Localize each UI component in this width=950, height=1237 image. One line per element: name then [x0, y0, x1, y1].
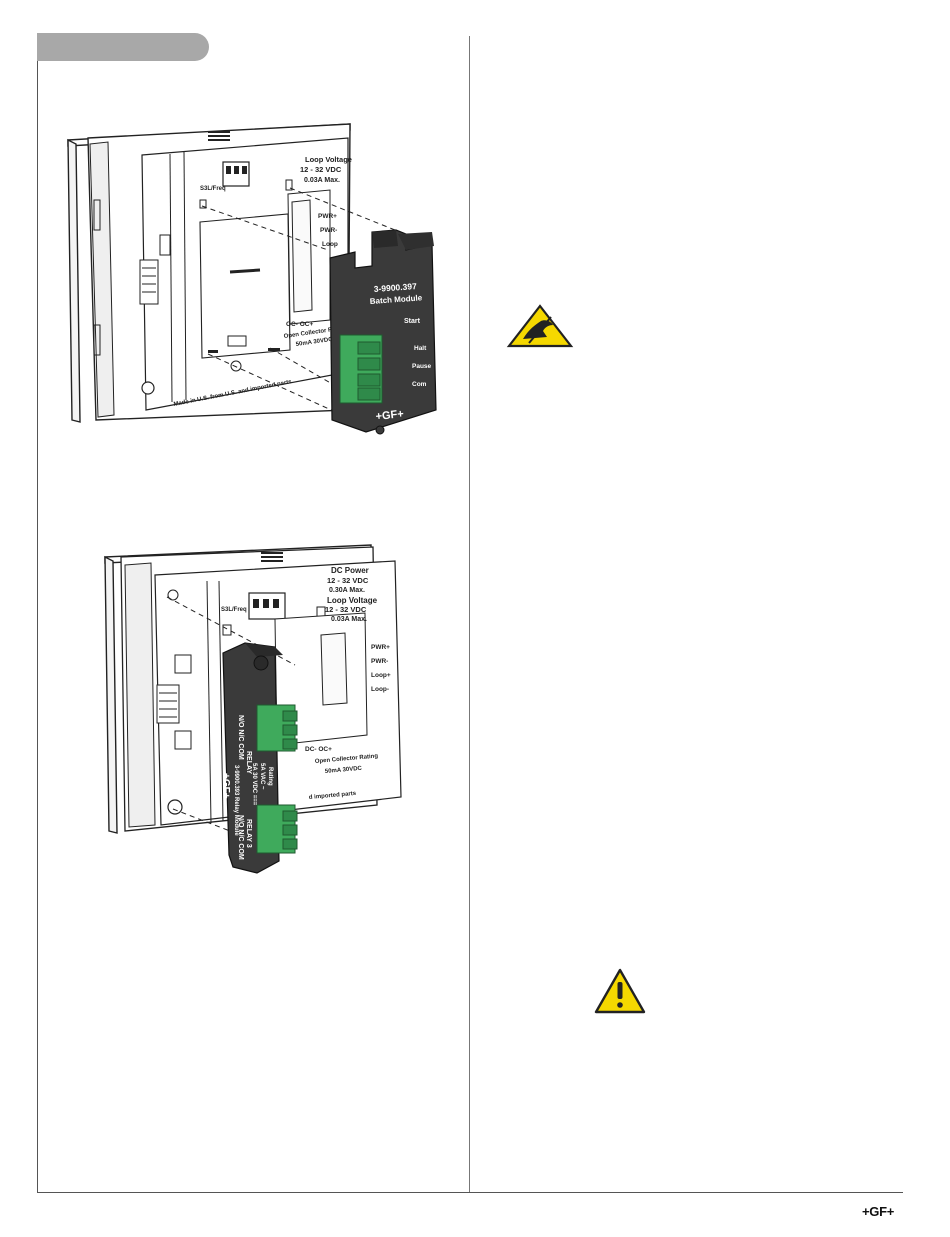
sensor-label: S3L/Freq: [200, 186, 226, 192]
terminal-pause-label: Pause: [412, 363, 432, 370]
module-part-number: 3-9900.393 Relay Module: [233, 765, 239, 836]
relay-module: N/O N/C COM RELAY 3-9900.393 Relay Modul…: [220, 642, 298, 874]
batch-module: 3-9900.397 Batch Module Start Halt Pause…: [329, 229, 437, 435]
relay-module-figure: DC Power 12 - 32 VDC 0.30A Max. Loop Vol…: [104, 544, 402, 874]
esd-warning-icon: [506, 304, 574, 348]
open-collector-label: Open Collector Rating: [315, 753, 379, 765]
pwr-plus-label: PWR+: [371, 644, 390, 651]
relay-contacts-1: N/O N/C COM: [237, 715, 244, 760]
page-bottom-rule: [37, 1192, 903, 1193]
oc-labels: DC- OC+: [305, 746, 332, 753]
terminal-com-label: Com: [412, 381, 427, 388]
rating-label: Rating: [267, 767, 273, 786]
left-column-border: [37, 36, 38, 1193]
module-part-number: 3-9900.397: [373, 281, 417, 294]
loop-minus-label: Loop-: [371, 686, 389, 693]
module-name: Batch Module: [370, 293, 423, 306]
pwr-minus-label: PWR-: [320, 227, 337, 234]
dc-range-label: 12 - 32 VDC: [327, 576, 369, 585]
pwr-minus-label: PWR-: [371, 658, 388, 665]
column-divider: [469, 36, 470, 1193]
rating-vac: 5A VAC ~: [259, 763, 265, 790]
loop-current-label: 0.03A Max.: [331, 616, 367, 623]
green-terminal-block-1: [256, 704, 298, 752]
relay-3-label: RELAY 3: [245, 819, 252, 848]
relay-1-label: RELAY: [245, 751, 252, 774]
rating-vdc: 5A 30 VDC ===: [251, 763, 257, 806]
loop-current-label: 0.03A Max.: [304, 177, 340, 184]
section-tab: [37, 33, 209, 61]
dc-current-label: 0.30A Max.: [329, 587, 365, 594]
terminal-start-label: Start: [404, 318, 421, 325]
relay-contacts-2: N/O N/C COM: [237, 815, 244, 860]
module-brand-logo: +GF+: [375, 408, 404, 423]
dc-power-label: DC Power: [331, 566, 369, 575]
batch-module-figure: Loop Voltage 12 - 32 VDC 0.03A Max. S3L/…: [67, 123, 437, 435]
loop-plus-label: Loop+: [371, 672, 391, 679]
caution-triangle-icon: [594, 968, 646, 1014]
green-terminal-block: [339, 334, 383, 404]
loop-voltage-label: Loop Voltage: [305, 155, 352, 164]
sensor-label: S3L/Freq: [221, 607, 247, 613]
loop-range-label: 12 - 32 VDC: [325, 605, 367, 614]
pwr-plus-label: PWR+: [318, 213, 337, 220]
terminal-halt-label: Halt: [414, 345, 427, 352]
imported-label: d imported parts: [309, 791, 357, 801]
loop-range-label: 12 - 32 VDC: [300, 165, 342, 174]
oc-labels: OC- OC+: [286, 321, 313, 328]
instrument-housing: Loop Voltage 12 - 32 VDC 0.03A Max. S3L/…: [67, 123, 416, 423]
loop-plus-label: Loop: [322, 241, 338, 248]
module-brand-logo: +GF+: [220, 773, 231, 799]
oc-rating-label: 50mA 30VDC: [295, 337, 333, 348]
footer-brand-logo: +GF+: [862, 1204, 895, 1219]
loop-voltage-label: Loop Voltage: [327, 596, 378, 605]
oc-rating-label: 50mA 30VDC: [325, 766, 363, 775]
green-terminal-block-2: [256, 804, 298, 854]
